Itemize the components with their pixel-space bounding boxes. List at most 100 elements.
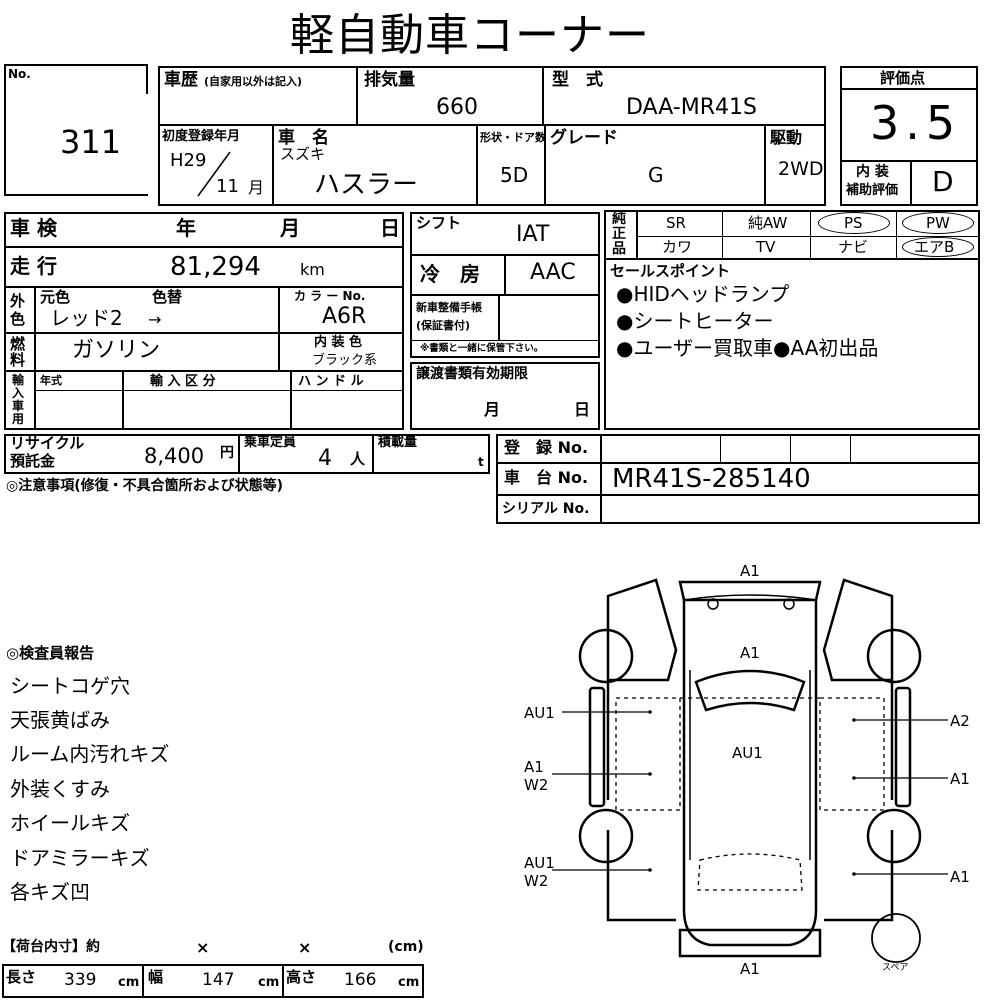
cargo-label: 【荷台内寸】約 (2, 939, 100, 955)
model-label: 型 式 (552, 70, 603, 90)
recycle-row (4, 434, 490, 474)
load-unit: t (478, 455, 484, 469)
sales-point-3: ●ユーザー買取車●AA初出品 (616, 336, 879, 360)
lot-number: 311 (60, 123, 122, 161)
dims-table (2, 964, 424, 998)
left-info-block (4, 212, 404, 430)
diag-front: A1 (740, 562, 760, 580)
inspection-day: 日 (380, 216, 400, 240)
door-panel-left (615, 697, 681, 811)
shift-label: シフト (416, 214, 462, 232)
color-code-label: カ ラ ー No. (294, 289, 366, 303)
serial-label: シリアル No. (502, 501, 590, 517)
equipment-alloy-wheel: 純AW (748, 214, 788, 232)
interior-color-label: 内 装 色 (314, 335, 363, 350)
car-diagram: A1 A1 AU1 A1 AU1 A1 W2 AU1 W2 A2 A1 A1 ス… (524, 562, 970, 978)
displacement-label: 排気量 (364, 70, 415, 90)
right-info-block (604, 210, 980, 430)
diag-spare: スペア (882, 963, 908, 973)
mileage-label: 走 行 (10, 254, 57, 278)
equipment-tv: TV (756, 238, 776, 256)
maintenance-label-2: (保証書付) (416, 319, 471, 332)
import-kubun-label: 輸 入 区 分 (150, 374, 216, 389)
capacity-value: 4 (318, 446, 332, 471)
wheel-rear-left (578, 808, 634, 864)
diag-left-door-2: W2 (524, 776, 548, 794)
equipment-airbag: エアB (914, 238, 955, 256)
capacity-unit: 人 (350, 450, 366, 468)
transfer-day: 日 (574, 400, 591, 419)
shift-value: IAT (516, 222, 550, 247)
diag-left-rear-2: W2 (524, 872, 548, 890)
caution-label: ◎注意事項(修復・不具合箇所および状態等) (6, 478, 284, 494)
inspector-item-2: 天張黄ばみ (10, 708, 110, 732)
height-value: 166 (344, 970, 377, 990)
diag-hood: A1 (740, 644, 760, 662)
diag-left-rear-1: AU1 (524, 854, 555, 872)
length-label: 長さ (6, 968, 37, 986)
inspector-label: ◎検査員報告 (6, 644, 95, 662)
car-maker: スズキ (280, 145, 326, 163)
mileage-unit: km (300, 260, 325, 279)
first-reg-era: H29 (170, 150, 207, 171)
score-value: 3.5 (870, 96, 962, 150)
diag-left-front-fender: AU1 (524, 704, 555, 722)
registration-label: 登 録 No. (504, 438, 589, 457)
aircon-value: AAC (530, 260, 576, 285)
wheel-front-left (578, 628, 634, 684)
transfer-box (410, 362, 600, 430)
equipment-label: 純正品 (612, 211, 626, 257)
registration-table (496, 434, 980, 524)
load-label: 積載量 (378, 435, 418, 450)
displacement-value: 660 (436, 95, 478, 120)
rear-bumper (678, 928, 822, 958)
page-title: 軽自動車コーナー (290, 10, 650, 61)
transfer-label: 譲渡書類有効期限 (416, 366, 528, 382)
cargo-times-1: × (196, 938, 210, 957)
cargo-times-2: × (298, 938, 312, 957)
interior-color-value: ブラック系 (312, 353, 378, 368)
hood-line (683, 594, 817, 601)
ext-color-label: 外色 (10, 292, 26, 328)
import-year-label: 年式 (40, 374, 62, 387)
recycle-unit: 円 (220, 445, 234, 461)
doors-value: 5D (500, 163, 529, 187)
inspector-item-4: 外装くすみ (10, 777, 110, 801)
cargo-unit: (cm) (388, 939, 424, 955)
doors-label: 形状・ドア数 (480, 131, 546, 144)
score-label: 評価点 (880, 69, 926, 87)
center-info-block (410, 212, 600, 358)
recycle-label-1: リサイクル (10, 434, 85, 452)
inspector-item-3: ルーム内汚れキズ (10, 742, 170, 766)
change-color-label: 色替 (152, 288, 183, 306)
windshield (694, 669, 806, 712)
top-info-grid (158, 66, 826, 206)
equipment-leather: カワ (662, 238, 693, 256)
interior-grade-value: D (932, 165, 954, 198)
inspector-item-1: シートコゲ穴 (10, 674, 130, 698)
orig-color-value: レッド2 (50, 306, 123, 330)
sales-point-1: ●HIDヘッドランプ (616, 282, 790, 306)
first-reg-month: 11 (216, 176, 239, 197)
import-label: 輸入車用 (12, 373, 25, 426)
inspection-year: 年 (176, 216, 196, 240)
mileage-value: 81,294 (170, 252, 261, 282)
right-side (824, 680, 894, 922)
inspection-label: 車 検 (10, 216, 57, 240)
first-reg-label: 初度登録年月 (162, 129, 241, 144)
headlight-right (783, 598, 795, 610)
history-label: 車歴 (164, 70, 198, 90)
door-panel-right (819, 697, 885, 811)
grade-value: G (648, 163, 664, 187)
maintenance-note: ※書類と一緒に保管下さい。 (420, 343, 544, 354)
width-unit: cm (258, 975, 280, 990)
equipment-ps-circle (818, 212, 890, 234)
interior-label-2: 補助評価 (846, 183, 899, 198)
equipment-ps: PS (844, 214, 863, 232)
length-value: 339 (64, 970, 97, 990)
color-code-value: A6R (322, 304, 367, 329)
width-label: 幅 (148, 968, 164, 986)
spare-tire (871, 913, 921, 963)
drive-value: 2WD (778, 158, 824, 180)
headlight-left (707, 598, 719, 610)
